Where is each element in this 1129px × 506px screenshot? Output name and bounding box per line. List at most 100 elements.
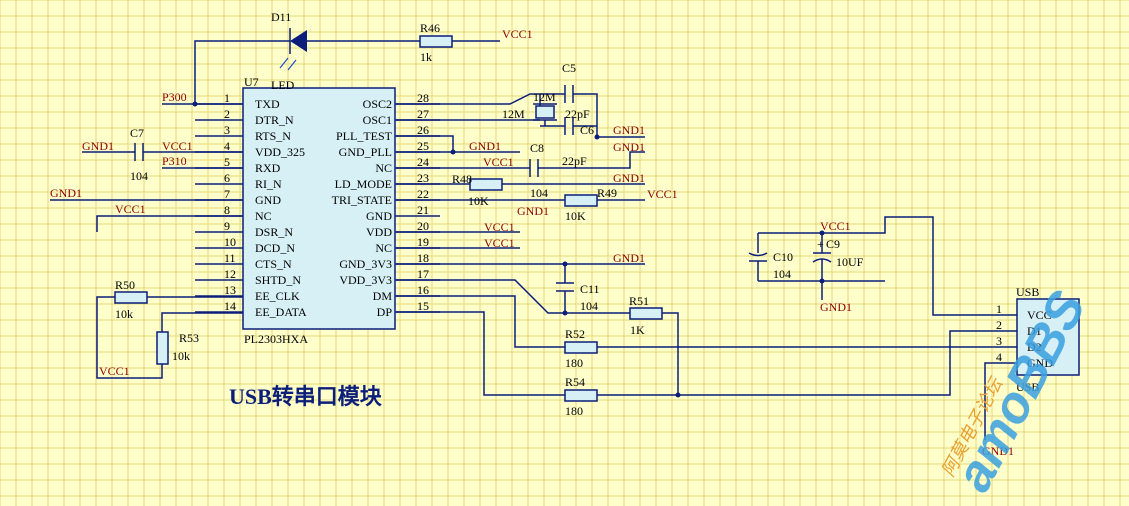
net-gnd1-label: GND1: [820, 300, 852, 314]
chip-pin-name: RXD: [255, 161, 281, 175]
wire: [96, 296, 163, 379]
net-gnd1-label: GND1: [613, 251, 645, 265]
chip-pin-number: 8: [224, 203, 230, 217]
c6-value: 22pF: [562, 154, 587, 168]
net-vcc1-label: VCC1: [647, 187, 678, 201]
usb-pin-number: 2: [996, 318, 1002, 332]
crystal-body: [535, 105, 555, 119]
capacitor-c7: GND1 C7 104: [82, 126, 150, 183]
capacitor-c8: C8 104 GND1: [529, 140, 645, 200]
net-gnd1-label: GND1: [50, 186, 82, 200]
resistor-body: [419, 35, 453, 48]
chip-pin-name: GND_3V3: [339, 257, 392, 271]
resistor-body: [629, 307, 663, 320]
chip-pin-number: 10: [224, 235, 236, 249]
chip-pin-number: 6: [224, 171, 230, 185]
wire: [984, 362, 1017, 440]
net-gnd1-label: GND1: [613, 171, 645, 185]
junction: [450, 149, 456, 155]
chip-pin-name: GND: [255, 193, 281, 207]
resistor-body: [114, 291, 148, 304]
usb-pin-name: D1: [1027, 324, 1042, 338]
chip-pin-number: 22: [417, 187, 429, 201]
chip-pin-name: RTS_N: [255, 129, 291, 143]
resistor-body: [469, 178, 503, 191]
chip-pin-number: 27: [417, 107, 429, 121]
led-light-arrow: [287, 59, 297, 71]
usb-pin-name: VCC: [1027, 308, 1052, 322]
r48-value: 10K: [468, 194, 489, 208]
usb-pin-number: 3: [996, 334, 1002, 348]
usb-part: USB: [1016, 380, 1039, 394]
resistor-body: [156, 331, 169, 365]
net-gnd1-label: GND1: [982, 444, 1014, 458]
r50-ref: R50: [115, 278, 135, 292]
c10-value: 104: [773, 267, 791, 281]
net-vcc1-label: VCC1: [162, 139, 193, 153]
chip-pin-number: 1: [224, 91, 230, 105]
c9-ref: C9: [826, 237, 840, 251]
capacitor-c5: C5 22pF: [562, 61, 598, 137]
c9-polarity-mark: +: [817, 237, 824, 251]
chip-pin-name: TRI_STATE: [332, 193, 392, 207]
net-gnd1-label: GND1: [469, 139, 501, 153]
capacitor-c11: C11 104: [395, 264, 600, 316]
crystal-network: 12M 12M: [395, 90, 565, 127]
chip-pin-number: 23: [417, 171, 429, 185]
chip-pin-number: 3: [224, 123, 230, 137]
chip-pin-name: DTR_N: [255, 113, 294, 127]
r50-value: 10k: [115, 307, 133, 321]
chip-pin-number: 15: [417, 299, 429, 313]
wire: [538, 151, 645, 169]
chip-ref: U7: [244, 75, 259, 89]
chip-pin-name: PLL_TEST: [336, 129, 393, 143]
chip-pin-number: 19: [417, 235, 429, 249]
r49-value: 10K: [565, 209, 586, 223]
r46-ref: R46: [420, 21, 440, 35]
usb-pin-name: D2: [1027, 340, 1042, 354]
r52-ref: R52: [565, 327, 585, 341]
resistor-body: [564, 341, 598, 354]
usb-ground: GND1: [982, 362, 1017, 458]
resistor-r49: R49 10K VCC1 GND1: [515, 186, 678, 223]
right-side-nets: GND1 VCC1 VCC1 VCC1 GND1: [395, 135, 645, 267]
r54-ref: R54: [565, 375, 585, 389]
r53-value: 10k: [172, 349, 190, 363]
power-decoupling: VCC1 GND1: [758, 216, 1017, 316]
resistor-r51: R51 1K: [565, 294, 681, 398]
r52-value: 180: [565, 356, 583, 370]
chip-pin-number: 11: [224, 251, 236, 265]
chip-pin-number: 16: [417, 283, 429, 297]
resistor-r50: R50 10k VCC1: [96, 278, 243, 379]
net-vcc1-label: VCC1: [484, 236, 515, 250]
chip-pin-name: OSC1: [363, 113, 392, 127]
c8-value: 104: [530, 186, 548, 200]
chip-pin-name: GND: [366, 209, 392, 223]
c7-value: 104: [130, 169, 148, 183]
c11-value: 104: [580, 299, 598, 313]
chip-pin-number: 5: [224, 155, 230, 169]
chip-pin-number: 28: [417, 91, 429, 105]
chip-pin-name: DP: [377, 305, 393, 319]
led-light-arrow: [279, 57, 289, 69]
resistor-r54: R54 180: [395, 311, 1017, 418]
chip-pin-name: VDD_325: [255, 145, 305, 159]
chip-pin-number: 25: [417, 139, 429, 153]
net-vcc1-label: VCC1: [820, 219, 851, 233]
wire: [758, 216, 1017, 316]
chip-pin-name: DCD_N: [255, 241, 295, 255]
wire: [96, 215, 243, 232]
chip-pin-name: GND_PLL: [339, 145, 392, 159]
chip-pin-name: DSR_N: [255, 225, 293, 239]
wire: [662, 312, 679, 395]
chip-part: PL2303HXA: [244, 332, 308, 346]
chip-pin-name: DM: [373, 289, 393, 303]
wire: [161, 312, 243, 332]
net-gnd1-label: GND1: [613, 140, 645, 154]
d11-ref: D11: [271, 10, 291, 24]
c7-ref: C7: [130, 126, 144, 140]
net-gnd1-label: GND1: [82, 139, 114, 153]
